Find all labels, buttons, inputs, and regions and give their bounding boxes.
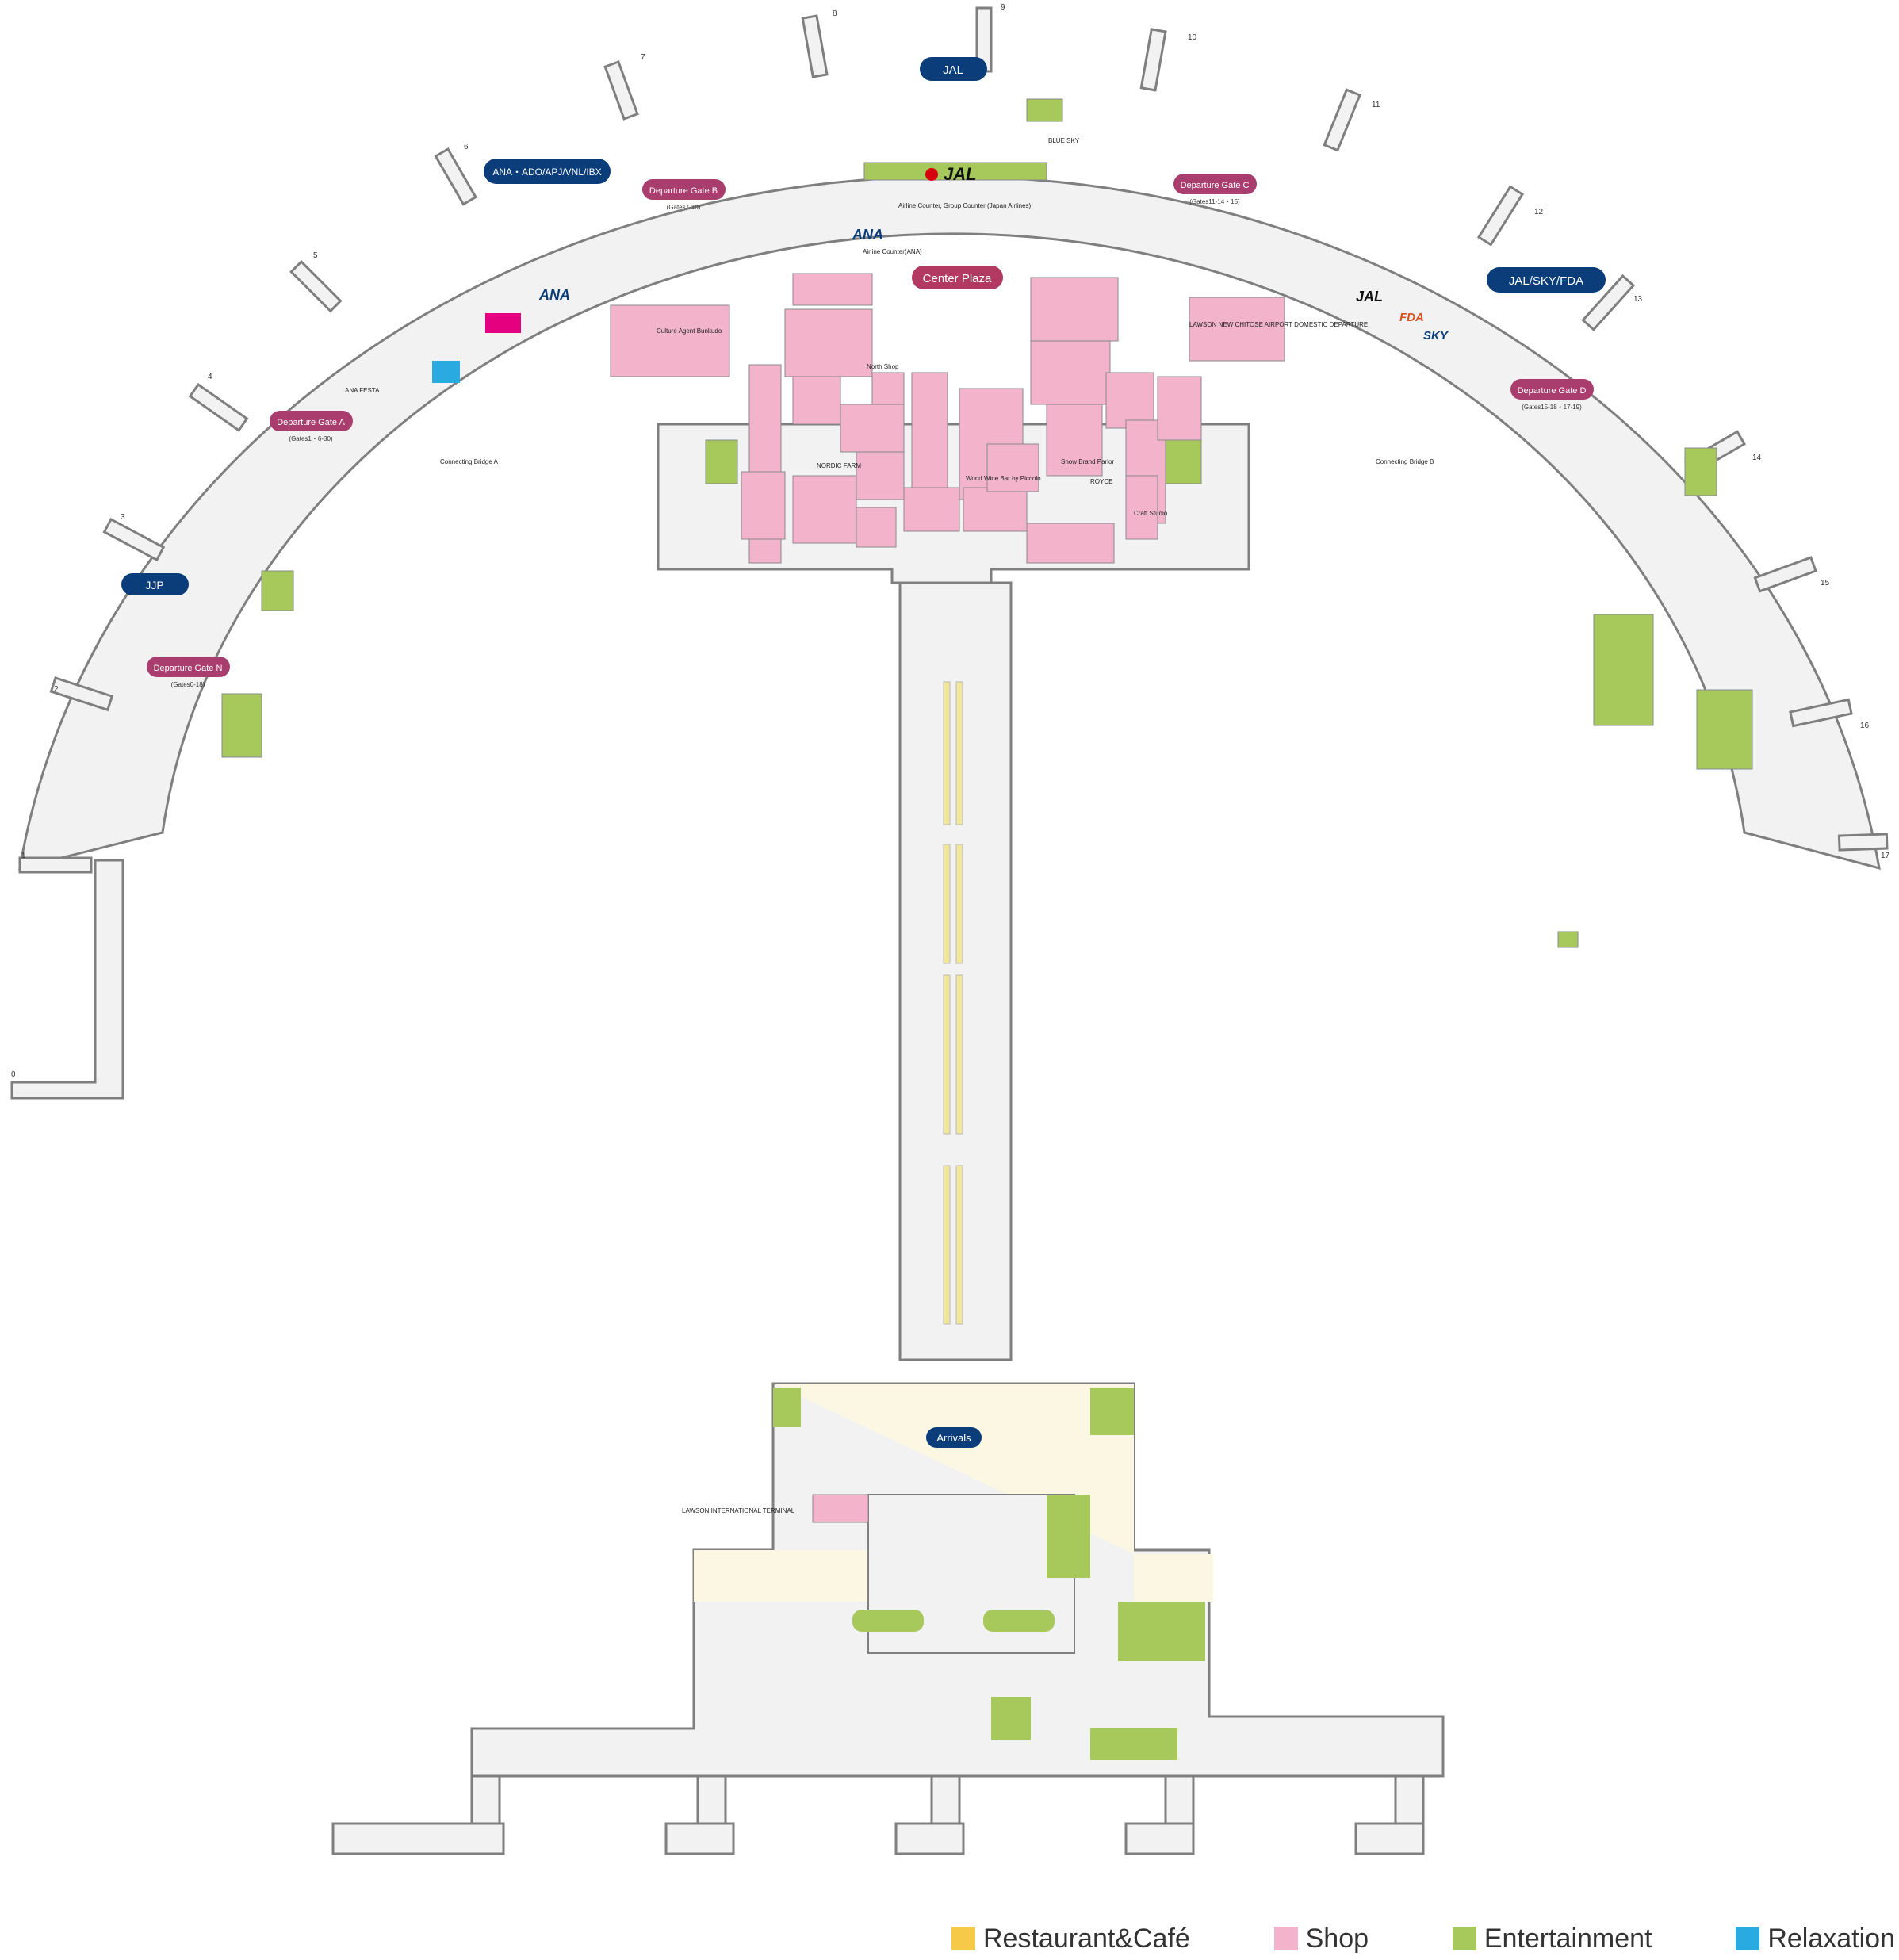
pier (898, 581, 1013, 1361)
departure-gate-sub: (Gates1・6-30) (289, 435, 332, 442)
gate-number: 8 (833, 10, 837, 18)
jal-crane-icon (925, 168, 938, 181)
gate-number: 2 (54, 685, 59, 694)
legend-label: Restaurant&Café (983, 1923, 1190, 1954)
legend-item-shop: Shop (1273, 1923, 1369, 1954)
gate-number: 4 (208, 373, 212, 381)
central-shops (610, 273, 1285, 564)
moving-walkways (943, 681, 963, 1325)
departure-gate-sub: (Gates0-18) (171, 681, 205, 688)
place-label: LAWSON NEW CHITOSE AIRPORT DOMESTIC DEPA… (1189, 321, 1368, 328)
jal-sky-fda-label: JAL/SKY/FDA (1509, 274, 1583, 288)
departure-gate-sub: (Gates11-14・15) (1189, 198, 1240, 205)
relaxation-area (432, 361, 460, 383)
place-label: LAWSON INTERNATIONAL TERMINAL (682, 1507, 795, 1514)
gate-number: 5 (313, 251, 318, 260)
arrivals-pill (926, 1427, 982, 1448)
place-label: Culture Agent Bunkudo (657, 327, 722, 335)
gate-number: 1 (21, 852, 26, 860)
departure-gate-pill (1173, 174, 1257, 194)
gate-number: 13 (1633, 295, 1643, 304)
ana-logo: ANA (538, 287, 570, 303)
arrivals-zone (694, 1384, 1213, 1602)
jal-logo: JAL (944, 164, 977, 184)
gate-number: 17 (1881, 852, 1890, 860)
legend-swatch (1736, 1927, 1760, 1950)
departure-gate-pill (1510, 379, 1594, 400)
place-label: Craft Studio (1134, 510, 1168, 517)
jal-logo: JAL (1356, 289, 1383, 304)
arrivals-label: Arrivals (936, 1432, 971, 1444)
legend-swatch (1452, 1927, 1476, 1950)
legend-label: Relaxation (1767, 1923, 1895, 1954)
gate-number: 10 (1188, 33, 1197, 42)
place-label: NORDIC FARM (817, 462, 861, 469)
gate-number: 7 (641, 53, 645, 62)
place-label: Airline Counter, Group Counter (Japan Ai… (898, 202, 1032, 209)
lawson-intl-shop (812, 1494, 869, 1523)
departure-gate-label: Departure Gate C (1181, 181, 1250, 190)
gate-number: 12 (1534, 208, 1544, 216)
gate-spurs (18, 6, 1889, 874)
center-plaza-label: Center Plaza (923, 272, 992, 285)
arrivals-entertainment (773, 1388, 1205, 1760)
gate-number: 3 (121, 513, 125, 522)
bottom-gate-ends (331, 1774, 1425, 1855)
legend-swatch (1273, 1927, 1298, 1950)
legend-label: Shop (1305, 1923, 1369, 1954)
jjp-pill (121, 573, 189, 595)
fda-logo: FDA (1399, 311, 1424, 324)
west-extension (10, 859, 124, 1100)
departure-gate-label: Departure Gate N (154, 664, 223, 673)
legend-label: Entertainment (1484, 1923, 1652, 1954)
gate-number: 16 (1860, 722, 1870, 730)
place-label: Airline Counter(ANA) (863, 248, 922, 255)
place-label: Connecting Bridge A (440, 458, 499, 465)
gate-number: 11 (1372, 101, 1380, 109)
jal-label: JAL (943, 63, 963, 77)
departure-gate-sub: (Gates7-10) (667, 204, 701, 211)
place-label: Snow Brand Parlor (1061, 458, 1114, 465)
departure-gate-label: Departure Gate D (1518, 386, 1587, 396)
ana-logo: ANA (852, 227, 883, 243)
departure-gate-pill (642, 179, 726, 200)
departure-gate-label: Departure Gate B (649, 186, 718, 196)
departure-gate-sub: (Gates15-18・17-19) (1522, 404, 1582, 411)
ibex-logo (485, 313, 521, 333)
jal-sky-fda-pill (1487, 267, 1606, 293)
legend-swatch (951, 1927, 975, 1950)
jjp-label: JJP (145, 579, 163, 591)
gate-number: 14 (1752, 454, 1762, 462)
departure-gate-pill (147, 657, 230, 677)
legend-item-entertainment: Entertainment (1452, 1923, 1652, 1954)
place-label: ROYCE (1090, 478, 1112, 485)
place-label: BLUE SKY (1048, 137, 1080, 144)
gate-number: 0 (11, 1070, 16, 1079)
gate-number: 6 (464, 143, 469, 151)
departure-gate-pill (270, 411, 353, 431)
gate-number: 9 (1001, 3, 1005, 12)
ana-ado-pill (484, 159, 611, 184)
place-label: North Shop (867, 363, 899, 370)
entertainment-blocks (221, 98, 1753, 948)
legend-item-restaurant: Restaurant&Café (951, 1924, 1190, 1954)
legend-item-relaxation: Relaxation (1736, 1924, 1895, 1954)
sky-logo: SKY (1423, 329, 1449, 343)
place-label: Connecting Bridge B (1376, 458, 1434, 465)
center-plaza-pill (912, 266, 1003, 289)
gate-number: 15 (1821, 579, 1830, 588)
place-label: ANA FESTA (345, 387, 380, 394)
place-label: World Wine Bar by Piccolo (966, 475, 1041, 482)
legend: Restaurant&Café Shop Entertainment Relax… (951, 1923, 1895, 1954)
departure-gate-label: Departure Gate A (277, 418, 345, 427)
jal-pill (920, 57, 987, 81)
ana-ado-label: ANA・ADO/APJ/VNL/IBX (492, 167, 601, 178)
